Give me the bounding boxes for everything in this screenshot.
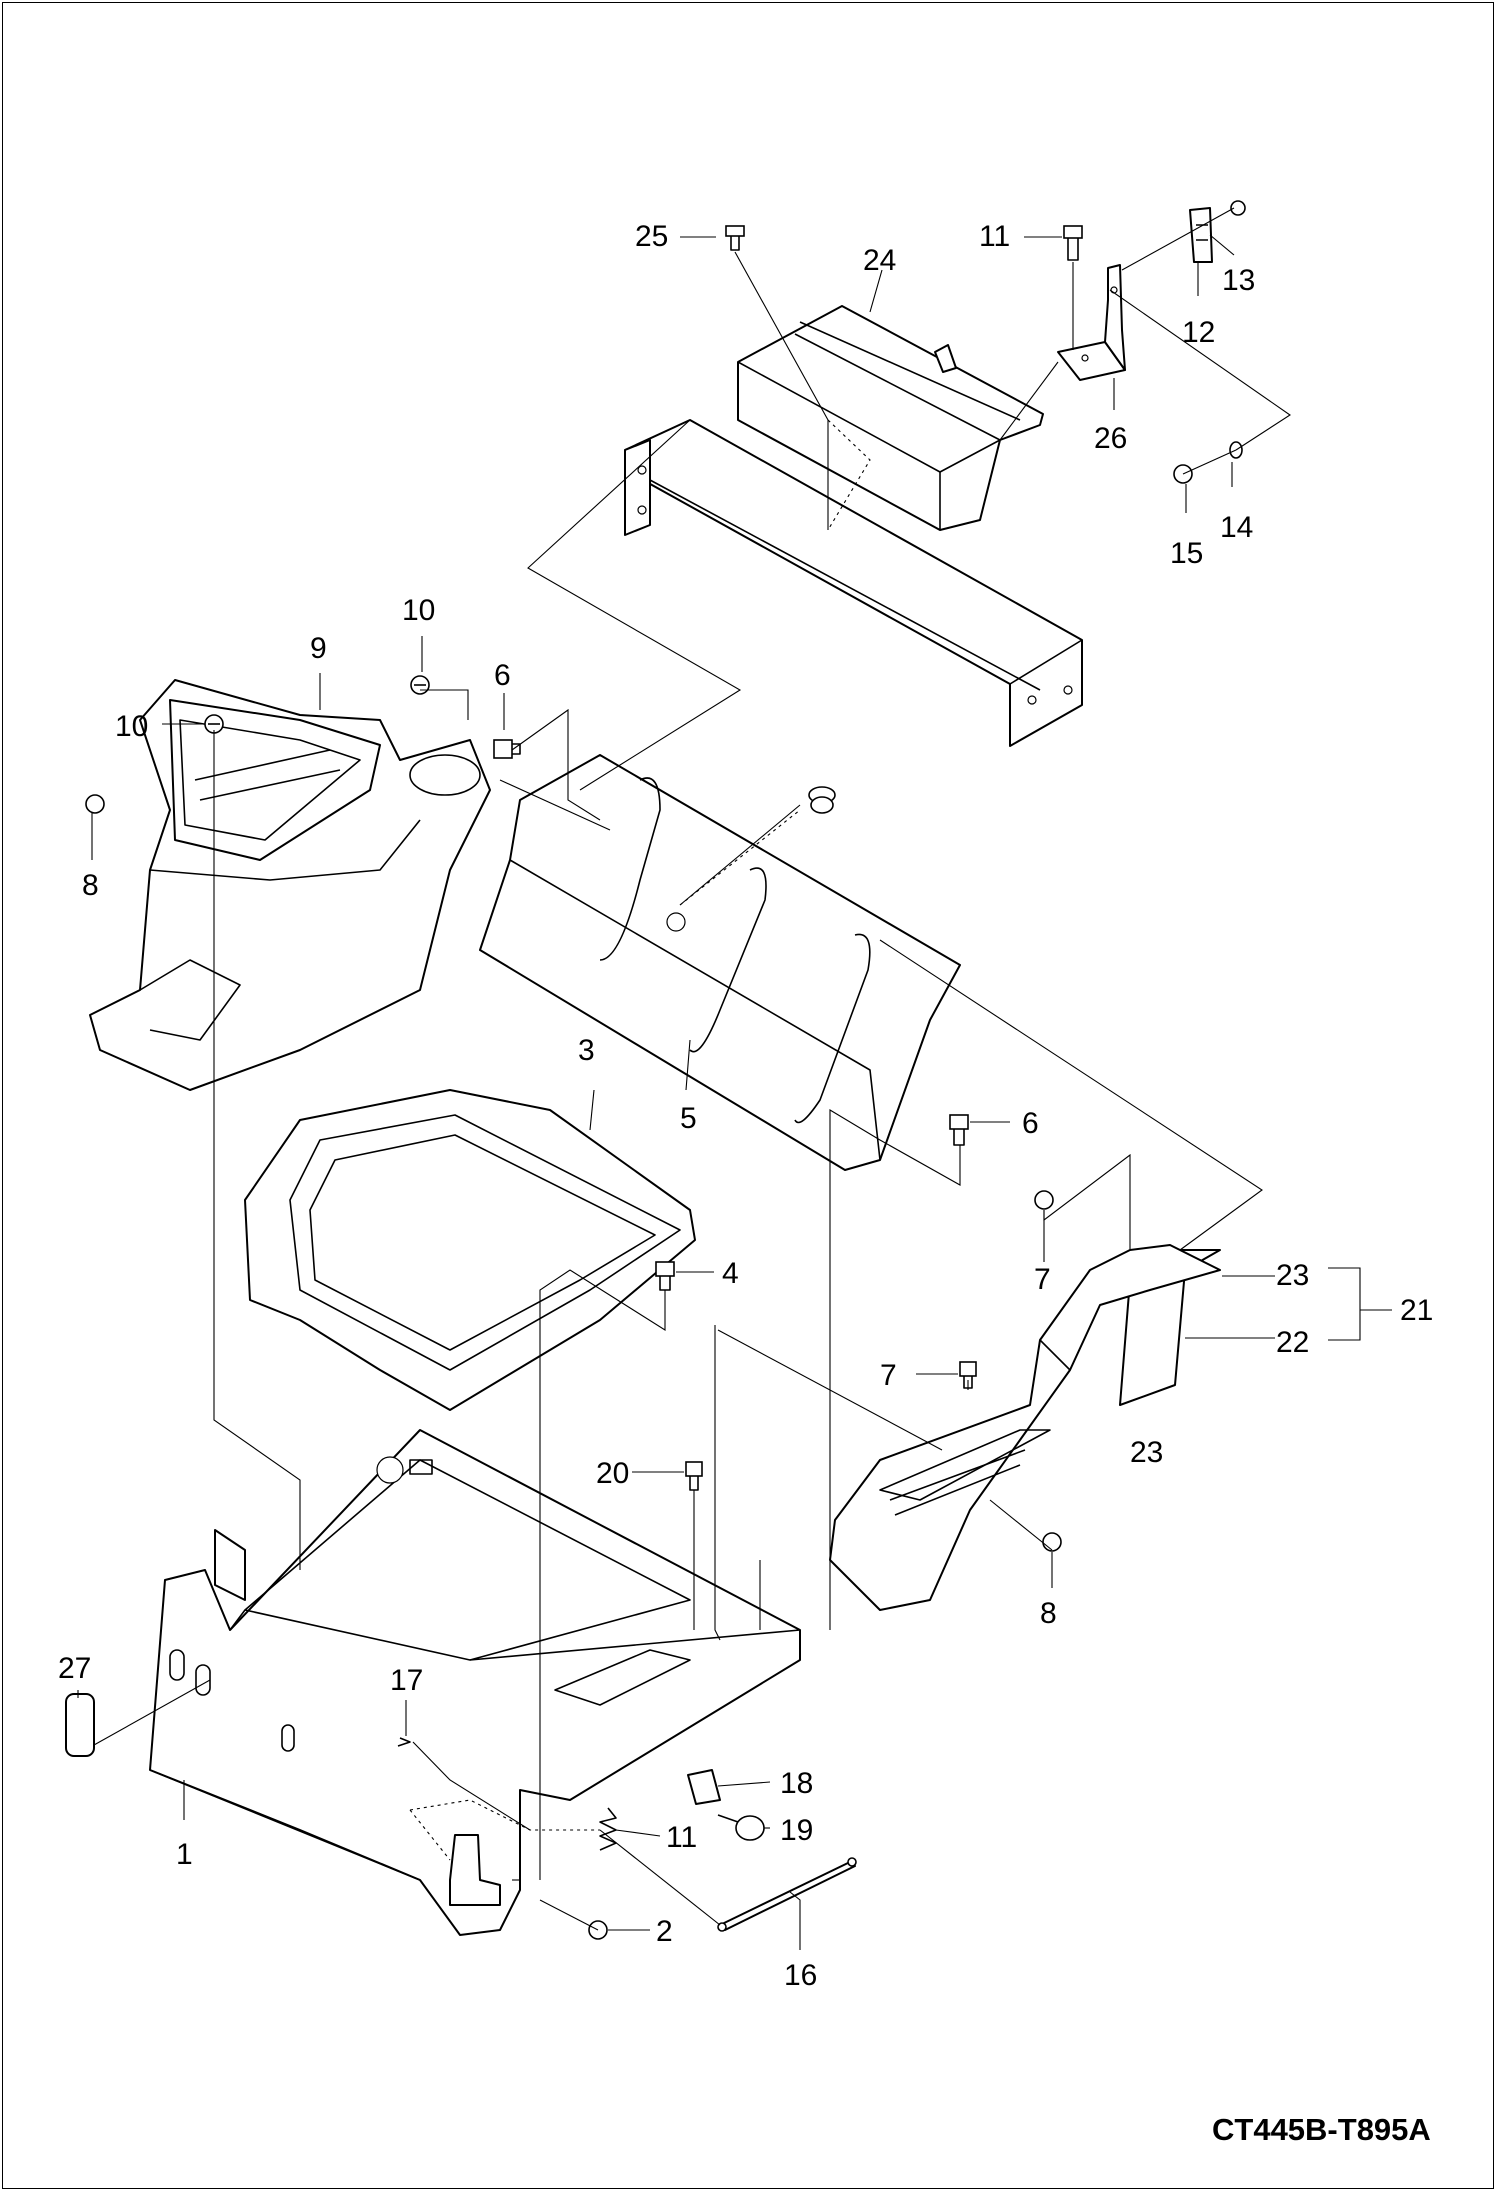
- part-27-cap[interactable]: [65, 1693, 95, 1757]
- latch-assembly[interactable]: [449, 1834, 501, 1906]
- callout-14: 14: [1220, 511, 1253, 544]
- drawing-code: CT445B-T895A: [1212, 2112, 1431, 2147]
- part-12-clip[interactable]: [1189, 207, 1213, 263]
- callout-9: 9: [310, 632, 327, 665]
- callout-24: 24: [863, 244, 896, 277]
- callout-16: 16: [784, 1959, 817, 1992]
- part-5-floor-panel[interactable]: [479, 754, 961, 1171]
- callout-10-left: 10: [115, 710, 148, 743]
- callout-11-lower: 11: [666, 1821, 697, 1854]
- callout-6-left: 6: [494, 659, 511, 692]
- callout-leaders: [77, 234, 1392, 1950]
- callout-13: 13: [1222, 264, 1255, 297]
- callout-11-top: 11: [979, 220, 1010, 253]
- callout-25: 25: [635, 220, 668, 253]
- part-16-rod[interactable]: [717, 1857, 857, 1932]
- callout-8-left: 8: [82, 869, 99, 902]
- part-19-bumper[interactable]: [717, 1814, 765, 1841]
- part-6-bolt-left[interactable]: [493, 739, 521, 759]
- callout-7-upper: 7: [1034, 1263, 1051, 1296]
- part-11-bolt-top[interactable]: [1063, 225, 1083, 261]
- part-10-bolt-b[interactable]: [410, 675, 430, 695]
- callout-4: 4: [722, 1257, 739, 1290]
- callout-19: 19: [780, 1814, 813, 1847]
- part-13-bolt[interactable]: [1230, 200, 1246, 216]
- part-8-nut-right[interactable]: [1042, 1532, 1062, 1552]
- part-8-nut-left[interactable]: [85, 794, 105, 814]
- part-1-base-frame[interactable]: [149, 1429, 801, 1936]
- part-23-right-console-top[interactable]: [829, 1244, 1221, 1611]
- part-9-left-console[interactable]: [89, 679, 491, 1091]
- callout-23-upper: 23: [1276, 1259, 1309, 1292]
- callout-21: 21: [1400, 1294, 1433, 1327]
- callout-23-lower: 23: [1130, 1436, 1163, 1469]
- callout-7-lower: 7: [880, 1359, 897, 1392]
- part-6-bolt-right[interactable]: [949, 1114, 969, 1146]
- part-7-bolt-a[interactable]: [1034, 1190, 1054, 1210]
- part-24-storage-tray[interactable]: [737, 305, 1044, 531]
- callout-15: 15: [1170, 537, 1203, 570]
- part-4-bolt[interactable]: [655, 1261, 675, 1291]
- part-17-pin[interactable]: [397, 1737, 411, 1747]
- mounting-rail[interactable]: [624, 419, 1083, 747]
- hidden-lines: [409, 419, 871, 1861]
- callout-8-right: 8: [1040, 1597, 1057, 1630]
- assembly-lines: [93, 207, 1291, 1931]
- callout-22: 22: [1276, 1326, 1309, 1359]
- part-3-seat-pan[interactable]: [244, 1089, 696, 1411]
- callout-12: 12: [1182, 316, 1215, 349]
- part-18-plate[interactable]: [687, 1769, 721, 1805]
- part-25-bolt[interactable]: [725, 225, 745, 251]
- part-10-bolt-a[interactable]: [204, 714, 224, 734]
- callout-10-top: 10: [402, 594, 435, 627]
- callout-18: 18: [780, 1767, 813, 1800]
- callout-5: 5: [680, 1102, 697, 1135]
- callout-17: 17: [390, 1664, 423, 1697]
- part-grommet[interactable]: [808, 786, 836, 814]
- callout-27: 27: [58, 1652, 91, 1685]
- callout-26: 26: [1094, 422, 1127, 455]
- callout-3: 3: [578, 1034, 595, 1067]
- part-11-spring[interactable]: [599, 1807, 617, 1851]
- callout-1: 1: [176, 1838, 193, 1871]
- part-20-bolt[interactable]: [685, 1461, 703, 1491]
- part-26-bracket[interactable]: [1057, 264, 1126, 381]
- callout-6-right: 6: [1022, 1107, 1039, 1140]
- callout-20: 20: [596, 1457, 629, 1490]
- callout-2: 2: [656, 1915, 673, 1948]
